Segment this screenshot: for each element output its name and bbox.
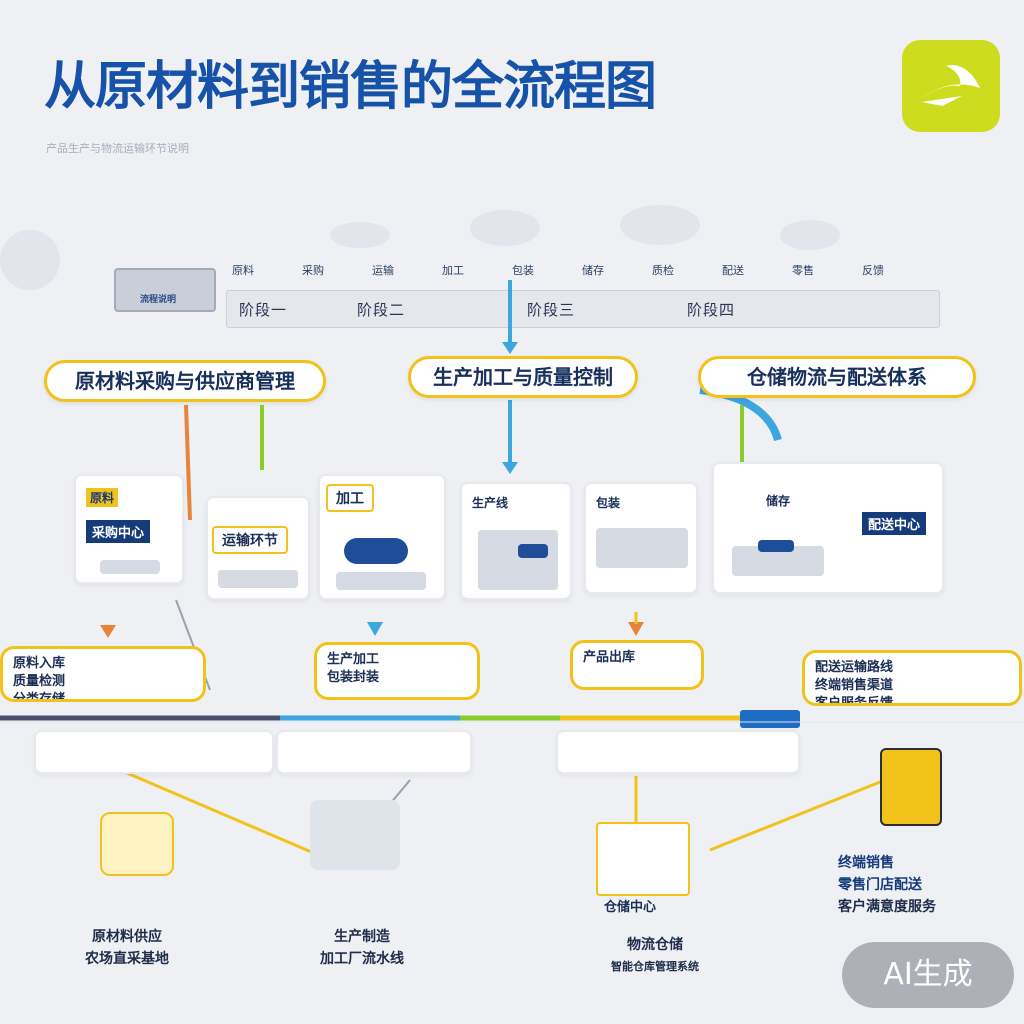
stage-pill: 仓储物流与配送体系: [698, 356, 976, 398]
stage-ribbon: 阶段一 阶段二 阶段三 阶段四: [226, 290, 940, 328]
card-label: 生产线: [472, 496, 509, 510]
page-subtitle: 产品生产与物流运输环节说明: [46, 142, 189, 155]
ribbon-segment: 阶段二: [357, 301, 406, 319]
factory-icon: [310, 800, 400, 870]
machine-icon: [100, 560, 160, 574]
card-tag: 采购中心: [86, 520, 151, 543]
decor-blob: [0, 230, 60, 290]
production-line-icon: [478, 530, 558, 590]
process-card: 运输环节: [206, 496, 310, 600]
column-label: 采购: [302, 264, 324, 277]
truck-icon: [218, 570, 298, 588]
column-label: 原料: [232, 264, 254, 277]
decor-blob: [330, 222, 390, 248]
bird-logo-icon: [902, 40, 1000, 132]
raw-material-icon: [100, 812, 174, 876]
page-title: 从原材料到销售的全流程图: [44, 57, 657, 117]
decor-blob: [470, 210, 540, 246]
column-label-row: 原料 采购 运输 加工 包装 储存 质检 配送 零售 反馈: [232, 262, 932, 280]
shelf-panel: [556, 730, 800, 774]
card-label: 储存: [766, 494, 791, 508]
info-panel-label: 流程说明: [140, 295, 177, 305]
footer-item: 物流仓储 智能仓库管理系统: [580, 934, 730, 978]
footer-line: 终端销售: [838, 855, 894, 871]
process-card: 储存 配送中心: [712, 462, 944, 594]
footer-line: 物流仓储: [627, 937, 683, 953]
shelf-panel: [276, 730, 472, 774]
column-label: 质检: [652, 264, 674, 277]
column-label: 包装: [512, 264, 534, 277]
process-card: 加工: [318, 474, 446, 600]
detail-box: 原料入库 质量检测 分类存储: [0, 646, 206, 702]
process-card: 原料 采购中心: [74, 474, 184, 584]
decor-blob: [780, 220, 840, 250]
warehouse-device-icon: [880, 748, 942, 826]
process-card: 包装: [584, 482, 698, 594]
column-label: 运输: [372, 264, 394, 277]
warehouse-label: 仓储中心: [604, 900, 657, 915]
ribbon-segment: 阶段四: [687, 301, 736, 319]
footer-item: 生产制造 加工厂流水线: [292, 926, 432, 970]
info-panel: 流程说明: [114, 268, 216, 312]
detail-box: 配送运输路线 终端销售渠道 客户服务反馈: [802, 650, 1022, 706]
footer-line: 零售门店配送: [838, 877, 922, 893]
card-label: 原料: [86, 488, 119, 507]
footer-line: 加工厂流水线: [320, 951, 404, 967]
footer-item: 终端销售 零售门店配送 客户满意度服务: [838, 852, 998, 918]
decor-blob: [620, 205, 700, 245]
warehouse-icon: 仓储中心: [596, 822, 690, 915]
ribbon-segment: 阶段一: [239, 301, 288, 319]
column-label: 储存: [582, 264, 604, 277]
column-label: 加工: [442, 264, 464, 277]
card-tag: 配送中心: [862, 512, 927, 535]
stage-pill: 生产加工与质量控制: [408, 356, 638, 398]
shelf-panel: [34, 730, 274, 774]
ribbon-segment: 阶段三: [527, 301, 576, 319]
footer-line: 农场直采基地: [85, 951, 169, 967]
control-panel-icon: [518, 544, 548, 558]
stage-pill: 原材料采购与供应商管理: [44, 360, 326, 402]
detail-box: 产品出库: [570, 640, 704, 690]
ai-generated-badge: AI生成: [842, 942, 1014, 1008]
cargo-icon: [758, 540, 794, 552]
footer-line: 原材料供应: [92, 929, 162, 945]
packaging-machine-icon: [596, 528, 688, 568]
detail-box: 生产加工 包装封装: [314, 642, 480, 700]
tank-icon: [344, 538, 408, 564]
column-label: 配送: [722, 264, 744, 277]
machine-icon: [336, 572, 426, 590]
column-label: 反馈: [862, 264, 884, 277]
footer-line: 客户满意度服务: [838, 899, 936, 915]
card-label: 加工: [326, 484, 374, 512]
column-label: 零售: [792, 264, 814, 277]
footer-line: 智能仓库管理系统: [611, 960, 699, 973]
footer-item: 原材料供应 农场直采基地: [62, 926, 192, 970]
footer-line: 生产制造: [334, 929, 390, 945]
process-card: 生产线: [460, 482, 572, 600]
card-tag: 运输环节: [212, 526, 288, 554]
card-label: 包装: [596, 496, 621, 510]
